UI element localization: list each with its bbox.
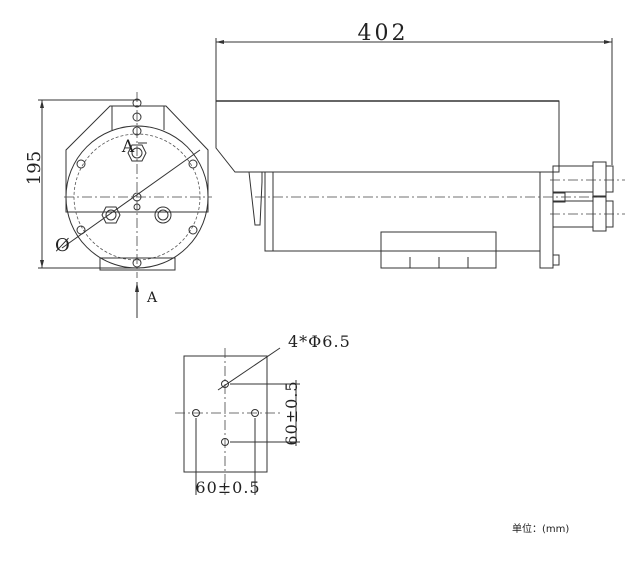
front-view: 195 A Ø A [24,92,212,318]
mounting-plate-view: 4*Φ6.5 60±0.5 60±0.5 [175,332,351,497]
camera-body [272,171,541,252]
length-label: 402 [358,21,409,46]
view-arrow-label: A [146,290,158,306]
section-mark: A [121,137,135,157]
mount-hole [221,438,229,446]
unit-label: 单位：(mm) [512,524,570,535]
side-view: 402 [215,21,625,269]
arrow-right-icon [604,40,612,44]
vertical-spacing-label: 60±0.5 [282,380,301,445]
diameter-label: Ø [55,235,70,256]
mounting-plate [183,355,268,473]
sunshade [215,100,560,173]
mount-hole [221,380,229,388]
mount-hole [192,409,200,417]
arrow-up-icon [135,282,139,292]
housing-outline [65,105,209,213]
arrow-left-icon [216,40,224,44]
horizontal-spacing-label: 60±0.5 [195,478,260,497]
height-label: 195 [24,151,45,185]
hole-spec-label: 4*Φ6.5 [288,332,351,351]
rear-flange [539,171,554,269]
mount-hole [251,409,259,417]
